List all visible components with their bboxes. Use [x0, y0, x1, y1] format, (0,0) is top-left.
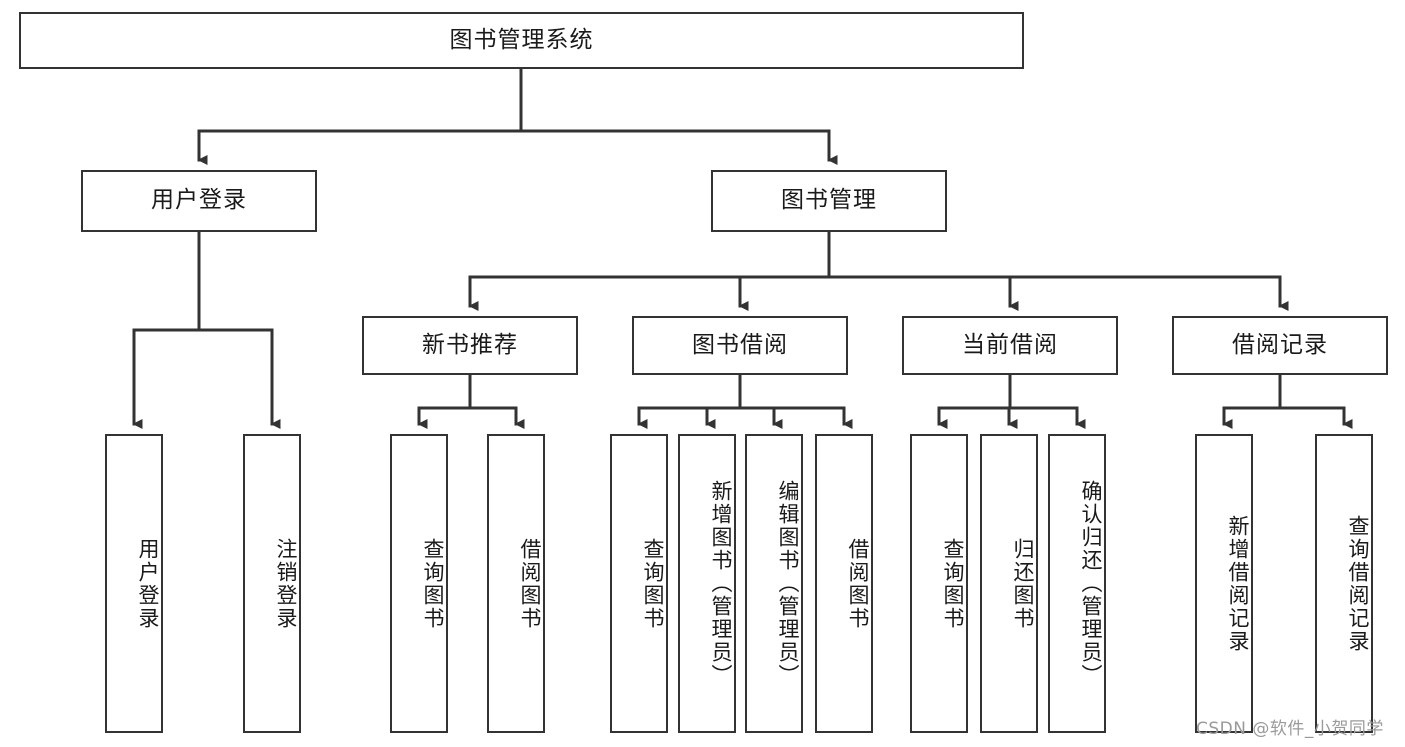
node-book-borrow[interactable]: 图书借阅	[632, 316, 848, 375]
leaf-add-record[interactable]: 新增借阅记录	[1195, 434, 1253, 733]
leaf-borrow-book-rec-label: 借阅图书	[518, 537, 542, 630]
leaf-query-book-cb-label: 查询图书	[941, 537, 965, 630]
node-book-borrow-label: 图书借阅	[692, 331, 788, 358]
node-borrow-record[interactable]: 借阅记录	[1172, 316, 1388, 375]
leaf-borrow-book-br-label: 借阅图书	[846, 537, 870, 630]
leaf-query-record[interactable]: 查询借阅记录	[1315, 434, 1373, 733]
leaf-query-book-cb[interactable]: 查询图书	[910, 434, 968, 733]
leaf-user-login-label: 用户登录	[136, 537, 160, 630]
leaf-return-book-label: 归还图书	[1011, 537, 1035, 630]
leaf-return-book[interactable]: 归还图书	[980, 434, 1038, 733]
leaf-borrow-book-rec[interactable]: 借阅图书	[487, 434, 545, 733]
node-book-manage-label: 图书管理	[781, 187, 877, 214]
node-user-login-label: 用户登录	[151, 187, 247, 214]
leaf-edit-book-admin[interactable]: 编辑图书（管理员）	[745, 434, 803, 733]
watermark: CSDN @软件_小贺同学	[1196, 719, 1384, 739]
node-current-borrow[interactable]: 当前借阅	[902, 316, 1118, 375]
leaf-query-book-br-label: 查询图书	[641, 537, 665, 630]
node-book-manage[interactable]: 图书管理	[711, 170, 947, 232]
node-root[interactable]: 图书管理系统	[19, 12, 1024, 69]
leaf-query-book-rec[interactable]: 查询图书	[390, 434, 448, 733]
node-new-book-rec-label: 新书推荐	[422, 331, 518, 358]
leaf-query-record-label: 查询借阅记录	[1346, 514, 1370, 653]
leaf-query-book-rec-label: 查询图书	[421, 537, 445, 630]
leaf-confirm-return-admin-label: 确认归还（管理员）	[1079, 480, 1103, 687]
leaf-user-login[interactable]: 用户登录	[105, 434, 163, 733]
leaf-add-record-label: 新增借阅记录	[1226, 514, 1250, 653]
leaf-logout[interactable]: 注销登录	[243, 434, 301, 733]
leaf-add-book-admin[interactable]: 新增图书（管理员）	[678, 434, 736, 733]
leaf-borrow-book-br[interactable]: 借阅图书	[815, 434, 873, 733]
node-new-book-rec[interactable]: 新书推荐	[362, 316, 578, 375]
leaf-add-book-admin-label: 新增图书（管理员）	[709, 480, 733, 687]
node-user-login[interactable]: 用户登录	[81, 170, 317, 232]
leaf-logout-label: 注销登录	[274, 537, 298, 630]
node-borrow-record-label: 借阅记录	[1232, 331, 1328, 358]
leaf-confirm-return-admin[interactable]: 确认归还（管理员）	[1048, 434, 1106, 733]
node-root-label: 图书管理系统	[449, 26, 594, 53]
leaf-query-book-br[interactable]: 查询图书	[610, 434, 668, 733]
leaf-edit-book-admin-label: 编辑图书（管理员）	[776, 480, 800, 687]
node-current-borrow-label: 当前借阅	[962, 331, 1058, 358]
